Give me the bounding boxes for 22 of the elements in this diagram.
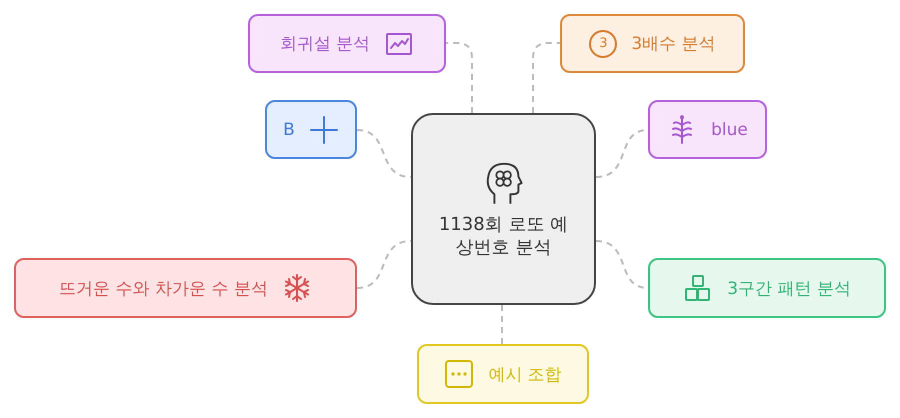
subtopic-label: 3구간 패턴 분석 [727, 278, 851, 300]
topic-box [411, 113, 596, 305]
subtopic-box [265, 100, 357, 159]
subtopic-label: blue [711, 120, 748, 140]
subtopic-label: 뜨거운 수와 차가운 수 분석 [59, 278, 268, 300]
subtopic-box [14, 258, 357, 318]
connector [356, 129, 412, 178]
connector [532, 42, 560, 113]
subtopic-label: 예시 조합 [488, 364, 562, 386]
subtopic-box [248, 14, 446, 73]
number-badge: 3 [589, 30, 618, 58]
connector [446, 42, 473, 113]
connector [356, 240, 412, 289]
subtopic-box [648, 258, 886, 318]
subtopic-box [417, 344, 589, 404]
connector [501, 305, 503, 344]
subtopic-label: 3배수 분석 [631, 33, 716, 55]
topic-label: 1138회 로또 예상번호 분석 [438, 212, 570, 260]
subtopic-box [560, 14, 745, 73]
subtopic-box [648, 100, 767, 159]
subtopic-label: 회귀설 분석 [280, 33, 370, 55]
subtopic-label: B [283, 120, 295, 140]
